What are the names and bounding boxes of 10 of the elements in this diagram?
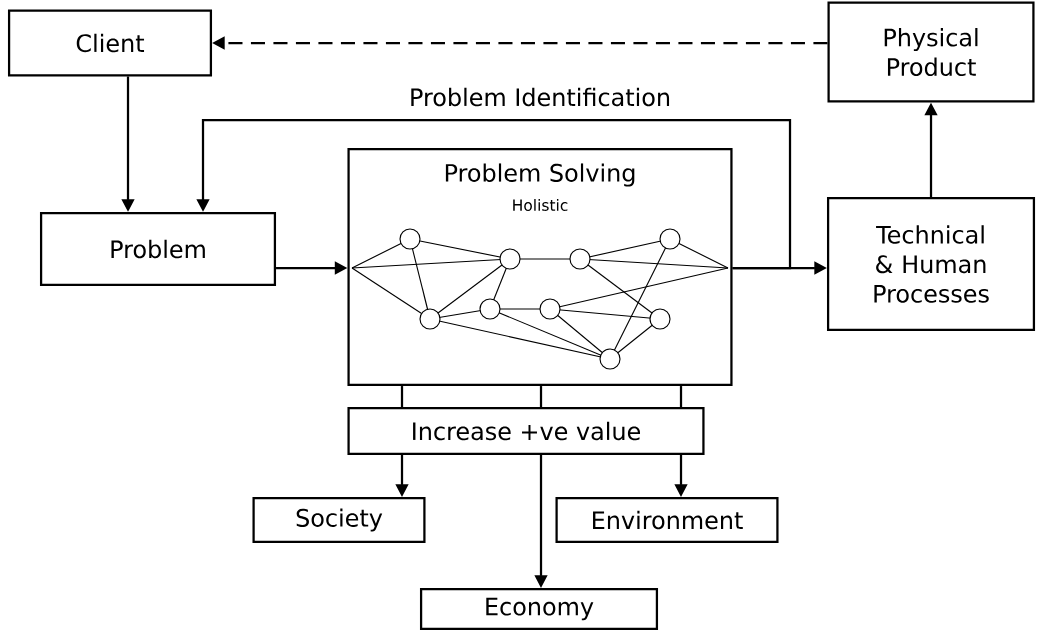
process-box: Problem	[39, 212, 277, 286]
process-box: Environment	[555, 497, 779, 543]
process-box: Technical & Human Processes	[827, 197, 1036, 332]
process-box: Increase +ve value	[347, 407, 705, 455]
process-box: Economy	[419, 588, 659, 630]
process-box: Society	[252, 497, 426, 543]
process-box: Problem Solving Holistic	[347, 147, 733, 387]
process-box: Client	[7, 9, 213, 77]
edge-label: Problem Identification	[406, 84, 674, 110]
process-box: Physical Product	[827, 1, 1035, 103]
